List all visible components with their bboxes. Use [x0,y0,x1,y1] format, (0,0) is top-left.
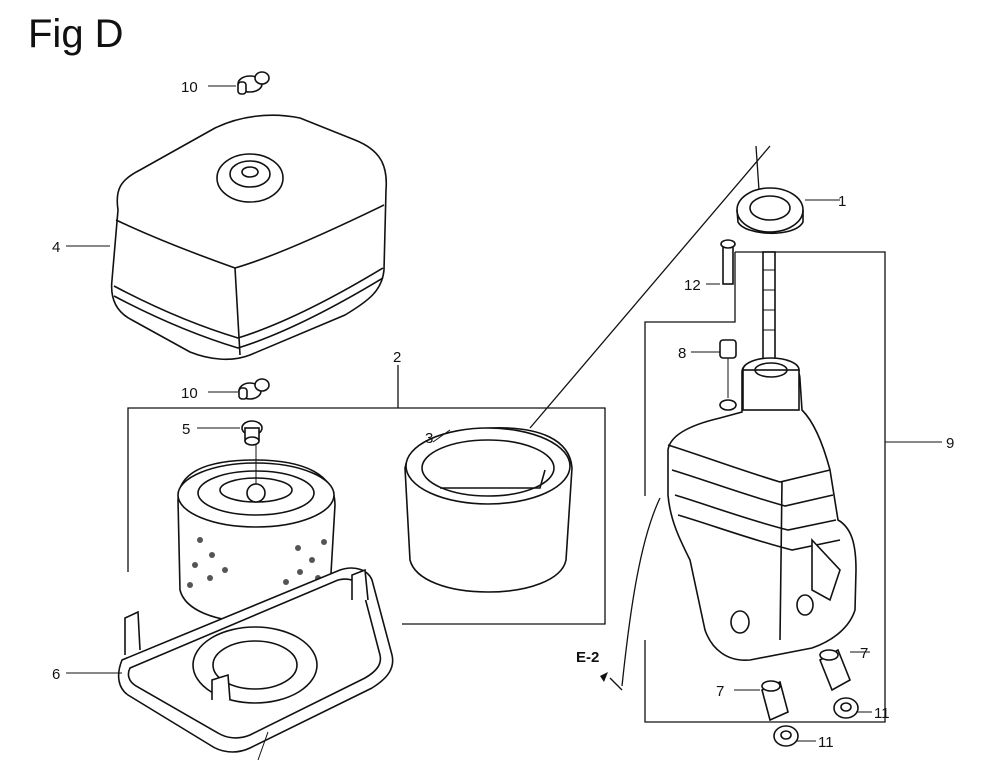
part-4-air-cleaner-cover[interactable] [110,114,388,361]
callout-5: 5 [182,421,190,438]
part-10-wing-nut-lower[interactable] [238,378,270,400]
callout-8: 8 [678,345,686,362]
figure-title: Fig D [28,12,124,56]
part-2-group-bracket [127,365,606,625]
callout-12: 12 [684,277,701,294]
air-filter-element[interactable] [177,444,336,623]
air-cleaner-case[interactable] [667,357,857,661]
callout-11-right: 11 [874,705,890,722]
part-12-stud-bolt[interactable] [720,239,736,285]
part-10-wing-nut-top[interactable] [237,71,270,95]
part-8-collar[interactable] [719,339,737,398]
part-1-gasket[interactable] [736,187,804,235]
callout-2: 2 [393,349,401,366]
callout-11-lower: 11 [818,734,834,751]
callout-7-upper: 7 [860,645,868,662]
reference-line [529,145,771,429]
callout-10-top: 10 [181,79,198,96]
threaded-stud[interactable] [762,251,776,373]
part-3-foam-element[interactable] [404,427,573,593]
callout-10-lower: 10 [181,385,198,402]
callout-3: 3 [425,430,433,447]
part-11-nut-right[interactable] [833,697,859,719]
e2-reference-arrow [600,497,661,691]
part-11-nut-lower[interactable] [773,725,799,747]
part-5-grommet[interactable] [241,420,263,446]
reference-e2: E-2 [576,649,599,666]
callout-9: 9 [946,435,954,452]
part-7-tube-upper[interactable] [818,648,852,692]
part-9-group-bracket [644,251,886,723]
callout-1: 1 [838,193,846,210]
part-6-air-cleaner-base[interactable] [117,567,394,761]
callout-6: 6 [52,666,60,683]
part-7-tube-lower[interactable] [761,680,789,722]
callout-4: 4 [52,239,60,256]
callout-7-lower: 7 [716,683,724,700]
